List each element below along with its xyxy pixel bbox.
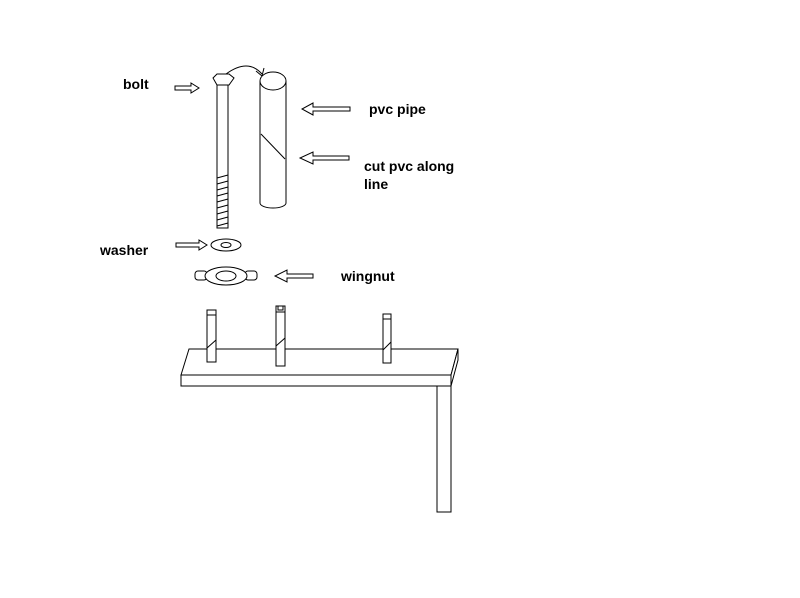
post-1 [207,310,216,362]
bolt-shank [217,85,228,228]
board-top [181,349,458,375]
arrow-right-icon [175,83,199,93]
board-front [181,375,451,386]
label-cut-pvc-line-1: cut pvc along [364,158,455,174]
pvc-pipe-drawing [260,72,286,208]
washer-drawing [211,239,241,251]
wingnut-drawing [195,267,257,285]
label-bolt: bolt [123,76,149,92]
post-2 [276,306,285,366]
board-end [451,349,458,386]
label-cut-pvc: cut pvc along line [364,157,454,193]
label-wingnut: wingnut [341,268,395,284]
bolt-threads [217,175,228,226]
bolt-drawing [213,74,234,228]
pipe-body [260,81,286,208]
curved-arrow-icon [226,66,264,76]
arrow-left-icon [275,270,313,282]
arrow-left-icon [300,152,349,164]
label-pvc-pipe: pvc pipe [369,101,426,117]
pipe-top [260,72,286,90]
arrow-right-icon [176,240,207,250]
board-leg [437,386,451,512]
board-assembly [181,306,458,512]
label-cut-pvc-line-2: line [364,176,389,192]
pipe-cut-line [261,134,285,159]
bolt-head [213,74,234,85]
arrow-left-icon [302,103,350,115]
post-3 [383,314,391,363]
label-washer: washer [100,242,149,258]
